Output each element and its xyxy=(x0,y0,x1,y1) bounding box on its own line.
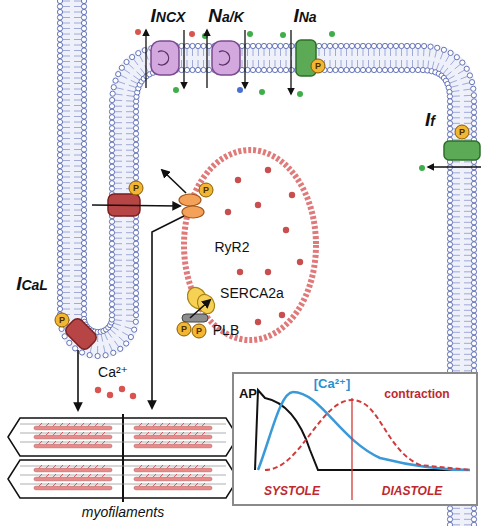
protein-label: SERCA2a xyxy=(220,286,284,301)
sarcoplasmic-reticulum xyxy=(184,150,316,340)
current-label: If xyxy=(425,110,435,131)
phosphorylation-site xyxy=(55,59,469,338)
plot-label: SYSTOLE xyxy=(264,485,320,498)
serca-pump xyxy=(184,284,218,317)
phospho-label: P xyxy=(203,186,209,195)
structure-label: myofilaments xyxy=(82,505,164,520)
plot-label: DIASTOLE xyxy=(382,485,442,498)
cytosolic-calcium xyxy=(95,386,136,399)
phospho-label: P xyxy=(181,325,187,334)
myofilament-drawing xyxy=(8,414,238,502)
current-label: ICaL xyxy=(16,274,48,295)
phospho-label: P xyxy=(315,62,321,71)
calcium-flux-arrows xyxy=(78,170,210,410)
ion-label: Ca²⁺ xyxy=(98,365,128,380)
funny-channel xyxy=(428,141,481,167)
protein-label: RyR2 xyxy=(214,240,249,255)
current-label: INa xyxy=(293,6,316,27)
phospho-label: P xyxy=(133,184,139,193)
ncx-exchanger xyxy=(146,30,184,88)
current-label: Na/K xyxy=(208,6,244,27)
plot-label: AP xyxy=(239,387,257,401)
protein-label: PLB xyxy=(213,323,239,338)
phospho-label: P xyxy=(459,128,465,137)
ions xyxy=(135,29,425,171)
ryanodine-receptor xyxy=(179,194,204,218)
inset-box: AP [Ca²⁺] contractionSYSTOLE DIASTOLE xyxy=(232,372,478,506)
na-k-pump xyxy=(207,30,245,88)
plot-label: [Ca²⁺] xyxy=(314,377,350,391)
phospho-label: P xyxy=(59,316,65,325)
phospholamban xyxy=(182,314,208,322)
phospho-label: P xyxy=(196,327,202,336)
current-label: INCX xyxy=(151,6,186,27)
inset-plot xyxy=(232,372,478,506)
plot-label: contraction xyxy=(384,388,449,401)
